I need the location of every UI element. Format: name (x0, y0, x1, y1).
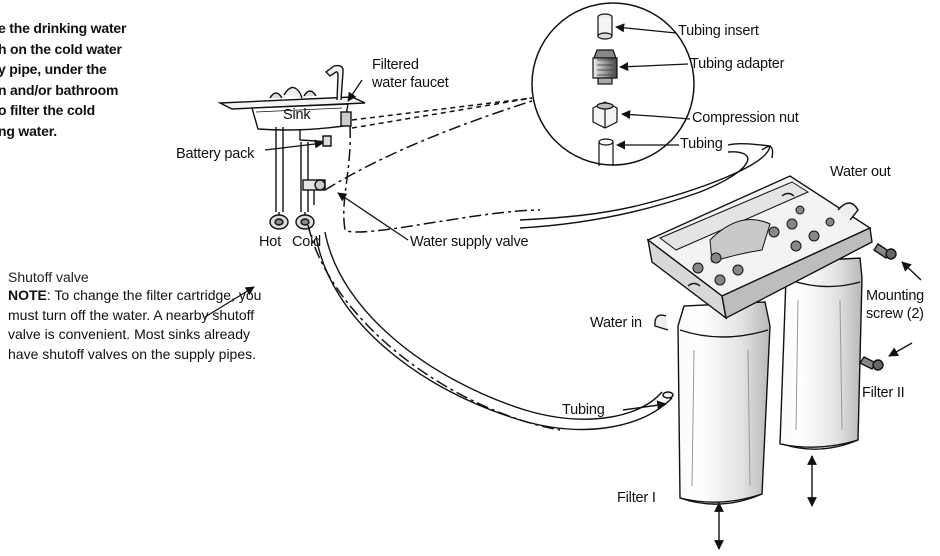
bracket-head (646, 175, 873, 320)
shutoff-note: Shutoff valve NOTE: To change the filter… (8, 268, 273, 364)
fitting-magnifier (531, 2, 695, 166)
shutoff-valve-title: Shutoff valve (8, 269, 89, 285)
filter-two-housing (779, 257, 863, 450)
label-water-supply-valve: Water supply valve (410, 234, 529, 250)
filter-arrows (622, 261, 922, 550)
label-tubing-insert: Tubing insert (678, 23, 759, 39)
sink-leaders (204, 79, 409, 318)
filter-assembly (646, 175, 897, 505)
note-body: : To change the filter cartridge, you mu… (8, 287, 262, 362)
label-cold: Cold (292, 234, 322, 250)
tubing-in-line (315, 231, 674, 431)
label-battery-pack: Battery pack (176, 146, 255, 162)
tubing-end-part (598, 138, 614, 166)
filter-one-housing (677, 301, 771, 505)
water-in-fitting (654, 314, 669, 331)
tubing-insert-part (597, 13, 613, 40)
water-out-fitting (837, 202, 859, 221)
label-water-out: Water out (830, 164, 891, 180)
tubing-out-line (519, 143, 774, 229)
routing-tubing-lines (307, 91, 561, 431)
label-tubing-top: Tubing (680, 136, 723, 152)
label-tubing-bottom: Tubing (562, 402, 605, 418)
label-tubing-adapter: Tubing adapter (690, 56, 785, 72)
label-hot: Hot (259, 234, 281, 250)
label-sink: Sink (283, 107, 311, 123)
label-mounting-screw: Mounting screw (2) (866, 288, 925, 322)
label-filter-two: Filter II (862, 385, 905, 401)
note-keyword: NOTE (8, 287, 47, 303)
label-filtered-faucet: Filtered water faucet (372, 57, 449, 91)
sink-assembly (217, 64, 366, 230)
mounting-screws (858, 243, 897, 371)
label-filter-one: Filter I (617, 490, 656, 506)
filtered-faucet-shape (324, 64, 344, 101)
label-compression-nut: Compression nut (692, 110, 799, 126)
intro-instructions: e the drinking water h on the cold water… (0, 20, 127, 139)
compression-nut-part (592, 101, 618, 129)
label-water-in: Water in (590, 315, 642, 331)
magnifier-dashed-leaders (351, 97, 533, 129)
tubing-adapter-part (592, 49, 618, 85)
